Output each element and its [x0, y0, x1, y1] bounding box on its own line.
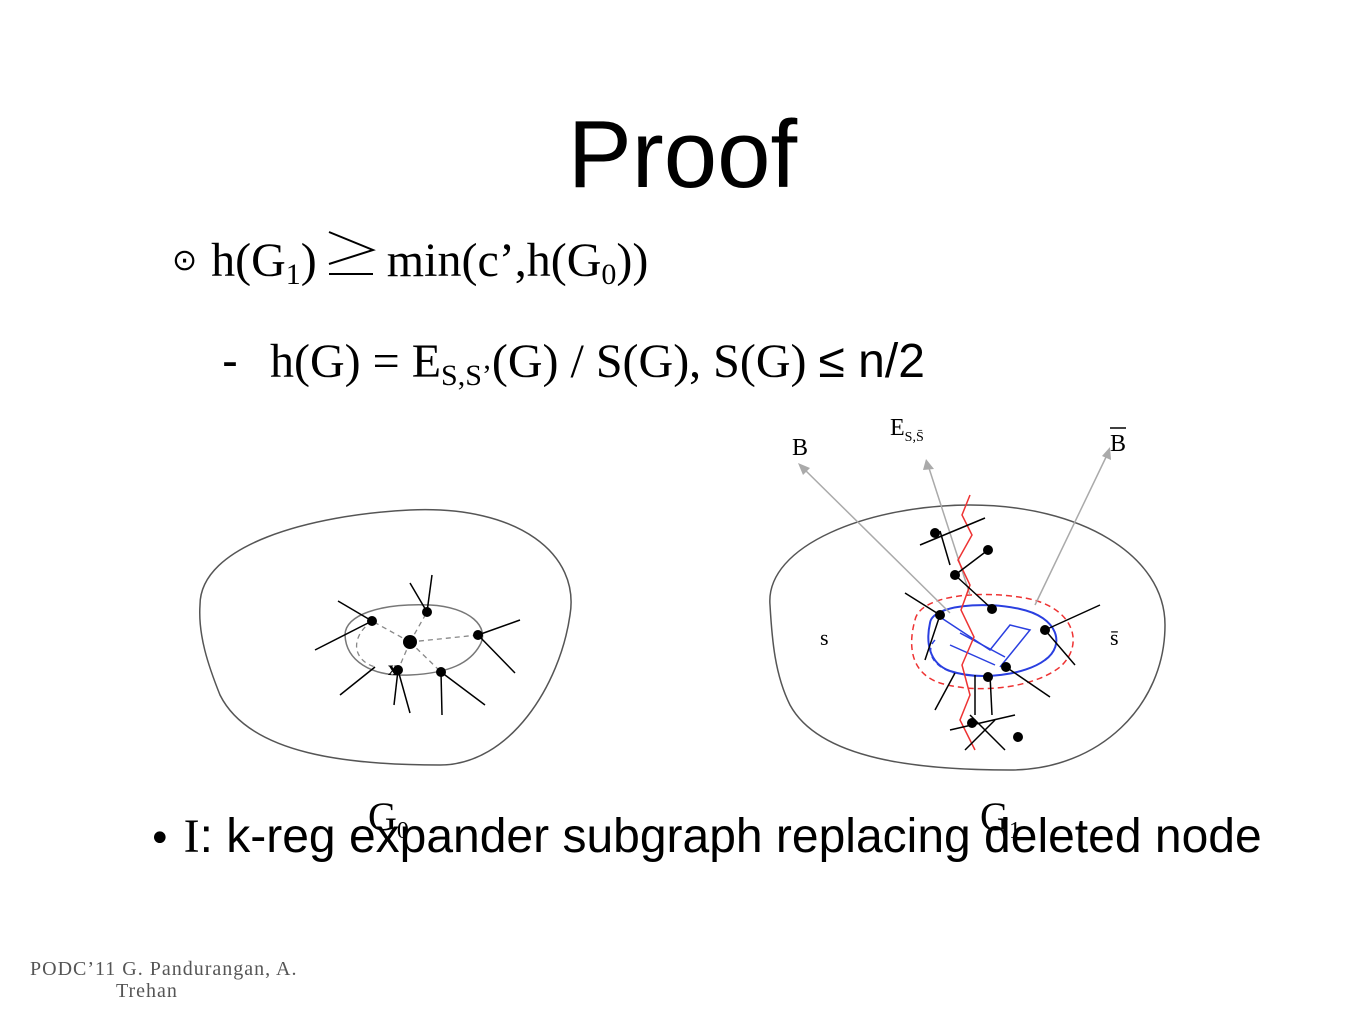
circle-bullet-icon: ⊙: [172, 243, 198, 278]
footer-line-1: PODC’11 G. Pandurangan, A.: [30, 958, 298, 980]
definition-subscript: S,S’: [441, 359, 492, 392]
bullet3-text: : k-reg expander subgraph replacing dele…: [199, 810, 1262, 863]
graph-figure: x G0: [199, 415, 1166, 844]
rhs-close: )): [616, 234, 649, 287]
definition-text-c: ≤ n/2: [818, 335, 925, 388]
label-s: s: [820, 625, 829, 650]
bullet-expander-subgraph: •I: k-reg expander subgraph replacing de…: [128, 808, 1328, 868]
lhs-close: ): [300, 234, 317, 287]
lhs-subscript: 1: [285, 258, 301, 291]
graph-g1: B B ES,S̄ s s̄ G1: [769, 415, 1166, 844]
graph-g0: x G0: [199, 508, 572, 844]
label-b-bar: B: [1110, 431, 1126, 457]
bullet-expansion-definition: -h(G) = ES,S’(G) / S(G), S(G) ≤ n/2: [222, 330, 925, 408]
g1-label: G1: [980, 794, 1021, 844]
slide-footer: PODC’11 G. Pandurangan, A. Trehan: [30, 958, 320, 1002]
dot-bullet-icon: •: [148, 816, 172, 862]
definition-text-a: h(G) = E: [269, 335, 442, 388]
label-b: B: [792, 435, 808, 461]
node-x-label: x: [388, 658, 398, 680]
geq-symbol-icon: [317, 228, 387, 278]
rhs-subscript: 0: [601, 258, 617, 291]
lhs-text: h(G: [211, 234, 286, 287]
dash-bullet: -: [222, 335, 238, 388]
label-s-bar: s̄: [1110, 625, 1119, 650]
footer-line-2: Trehan: [116, 980, 178, 1002]
slide-title: Proof: [567, 101, 798, 208]
italic-i: I: [183, 810, 200, 863]
g0-label: G0: [368, 794, 409, 844]
definition-text-b: (G) / S(G), S(G): [491, 335, 819, 388]
rhs-text: min(c’,h(G: [386, 234, 602, 287]
bullet-expansion-inequality: ⊙ h(G1) min(c’,h(G0)): [172, 228, 648, 307]
label-e-cut: ES,S̄: [890, 415, 924, 445]
